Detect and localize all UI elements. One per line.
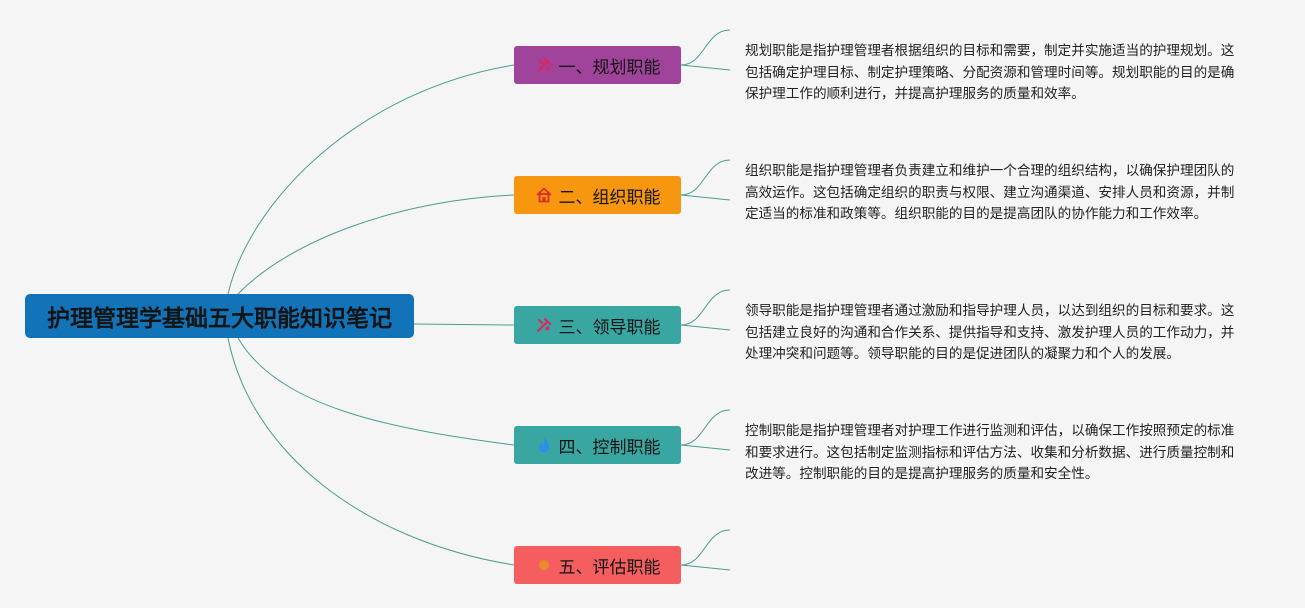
planning-description: 规划职能是指护理管理者根据组织的目标和需要，制定并实施适当的护理规划。这包括确定…: [745, 43, 1235, 102]
organizing-description: 组织职能是指护理管理者负责建立和维护一个合理的组织结构，以确保护理团队的高效运作…: [745, 163, 1235, 222]
branch-label: 一、规划职能: [558, 57, 661, 78]
desc-link-top-3: [680, 409, 731, 446]
root-link-evaluating: [227, 337, 515, 566]
root-link-controlling: [237, 337, 515, 446]
tools-icon: [535, 316, 553, 334]
branch-label: 四、控制职能: [558, 437, 661, 458]
branch-organizing[interactable]: 二、组织职能: [514, 176, 681, 214]
branch-label: 五、评估职能: [558, 557, 661, 578]
branch-planning[interactable]: 一、规划职能: [514, 46, 681, 84]
root-link-planning: [227, 64, 515, 295]
desc-link-bottom-0: [680, 64, 731, 71]
branch-controlling[interactable]: 四、控制职能: [514, 426, 681, 464]
tools-icon: [535, 56, 553, 74]
root-title: 护理管理学基础五大职能知识笔记: [47, 306, 392, 332]
root-node[interactable]: 护理管理学基础五大职能知识笔记: [25, 294, 414, 338]
desc-link-top-1: [680, 159, 731, 196]
desc-link-top-0: [680, 29, 731, 66]
desc-link-bottom-1: [680, 194, 731, 201]
desc-link-top-2: [680, 289, 731, 326]
desc-link-top-4: [680, 529, 731, 566]
desc-link-bottom-3: [680, 444, 731, 451]
branch-evaluating[interactable]: 五、评估职能: [514, 546, 681, 584]
flame-icon: [535, 436, 553, 454]
leading-description: 领导职能是指护理管理者通过激励和指导护理人员，以达到组织的目标和要求。这包括建立…: [745, 303, 1235, 362]
root-link-organizing: [237, 194, 515, 295]
home-icon: [535, 186, 553, 204]
desc-link-bottom-2: [680, 324, 731, 331]
controlling-description: 控制职能是指护理管理者对护理工作进行监测和评估，以确保工作按照预定的标准和要求进…: [745, 423, 1235, 482]
branch-label: 三、领导职能: [558, 317, 661, 338]
branch-label: 二、组织职能: [558, 187, 661, 208]
root-link-leading: [413, 323, 515, 326]
branch-leading[interactable]: 三、领导职能: [514, 306, 681, 344]
desc-link-bottom-4: [680, 564, 731, 571]
sun-icon: [535, 556, 553, 574]
